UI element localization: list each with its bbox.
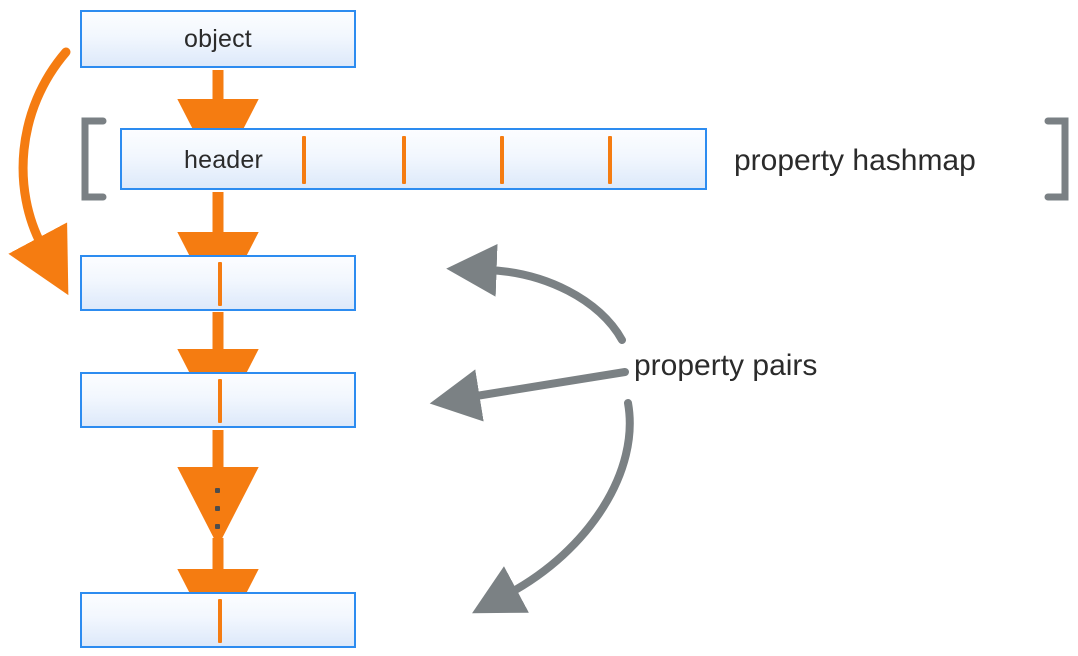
ellipsis-dot bbox=[215, 506, 220, 511]
hashmap-slot-tick-3 bbox=[500, 136, 504, 184]
ellipsis-dot bbox=[215, 524, 220, 529]
object-to-pair-curved-arrow bbox=[8, 47, 71, 296]
hashmap-slot-tick-1 bbox=[302, 136, 306, 184]
object-box[interactable]: object bbox=[80, 10, 356, 68]
property-pair-box-2[interactable] bbox=[80, 372, 356, 428]
header-box-label: header bbox=[184, 146, 264, 174]
property-pairs-label: property pairs bbox=[634, 349, 818, 382]
hashmap-bracket-left bbox=[81, 117, 107, 201]
object-box-label: object bbox=[184, 24, 252, 53]
hashmap-slot-tick-4 bbox=[608, 136, 612, 184]
property-hashmap-label: property hashmap bbox=[734, 144, 976, 177]
property-pair-divider-tick bbox=[218, 599, 222, 643]
property-pairs-callout-arrows bbox=[429, 243, 634, 614]
property-pair-box-last[interactable] bbox=[80, 592, 356, 648]
hashmap-bracket-right bbox=[1044, 117, 1069, 201]
property-pair-divider-tick bbox=[218, 262, 222, 306]
property-pair-box-1[interactable] bbox=[80, 255, 356, 311]
property-pair-divider-tick bbox=[218, 379, 222, 423]
ellipsis-dot bbox=[215, 488, 220, 493]
property-hashmap-box[interactable]: header bbox=[120, 128, 707, 190]
hashmap-slot-tick-2 bbox=[402, 136, 406, 184]
